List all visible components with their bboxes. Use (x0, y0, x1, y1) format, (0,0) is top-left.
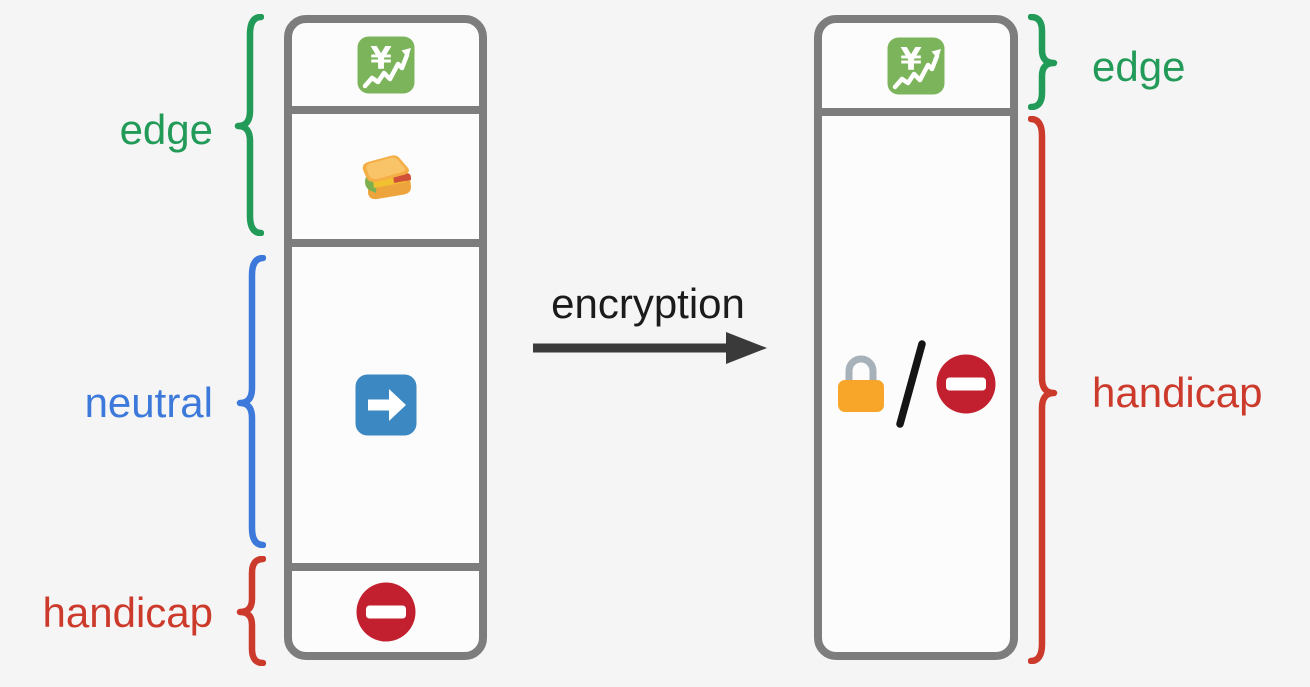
left-section-handicap (292, 563, 479, 652)
right-edge-brace (1028, 14, 1058, 110)
left-edge-brace (234, 14, 264, 236)
yen-glyph: ¥ (370, 41, 392, 77)
sandwich-icon (362, 154, 411, 199)
lock-or-no-entry-group: / (835, 340, 997, 428)
plaintext-column: ¥ (284, 15, 487, 660)
chart-increasing-with-yen-icon: ¥ (887, 37, 945, 94)
encryption-arrow (533, 332, 767, 364)
lock-icon (838, 355, 884, 412)
encryption-label: encryption (551, 280, 745, 327)
left-section-neutral (292, 239, 479, 563)
right-edge-label: edge (1092, 43, 1186, 90)
arrow-right-icon (355, 374, 416, 436)
left-neutral-brace (236, 255, 266, 548)
left-handicap-brace (236, 556, 266, 666)
left-edge-label: edge (119, 106, 213, 153)
no-entry-icon (356, 582, 415, 641)
no-entry-icon (936, 354, 996, 414)
right-section-edge: ¥ (822, 23, 1010, 108)
chart-increasing-with-yen-icon: ¥ (357, 36, 414, 93)
left-section-edge-1: ¥ (292, 23, 479, 106)
left-section-edge-2 (292, 106, 479, 239)
left-neutral-label: neutral (84, 379, 213, 426)
yen-glyph: ¥ (900, 42, 922, 78)
right-section-handicap: / (822, 108, 1010, 652)
right-handicap-label: handicap (1092, 369, 1263, 416)
slash-separator: / (896, 340, 926, 428)
left-handicap-label: handicap (42, 589, 213, 636)
ciphertext-column: ¥ / (814, 15, 1018, 660)
right-handicap-brace (1028, 116, 1058, 664)
